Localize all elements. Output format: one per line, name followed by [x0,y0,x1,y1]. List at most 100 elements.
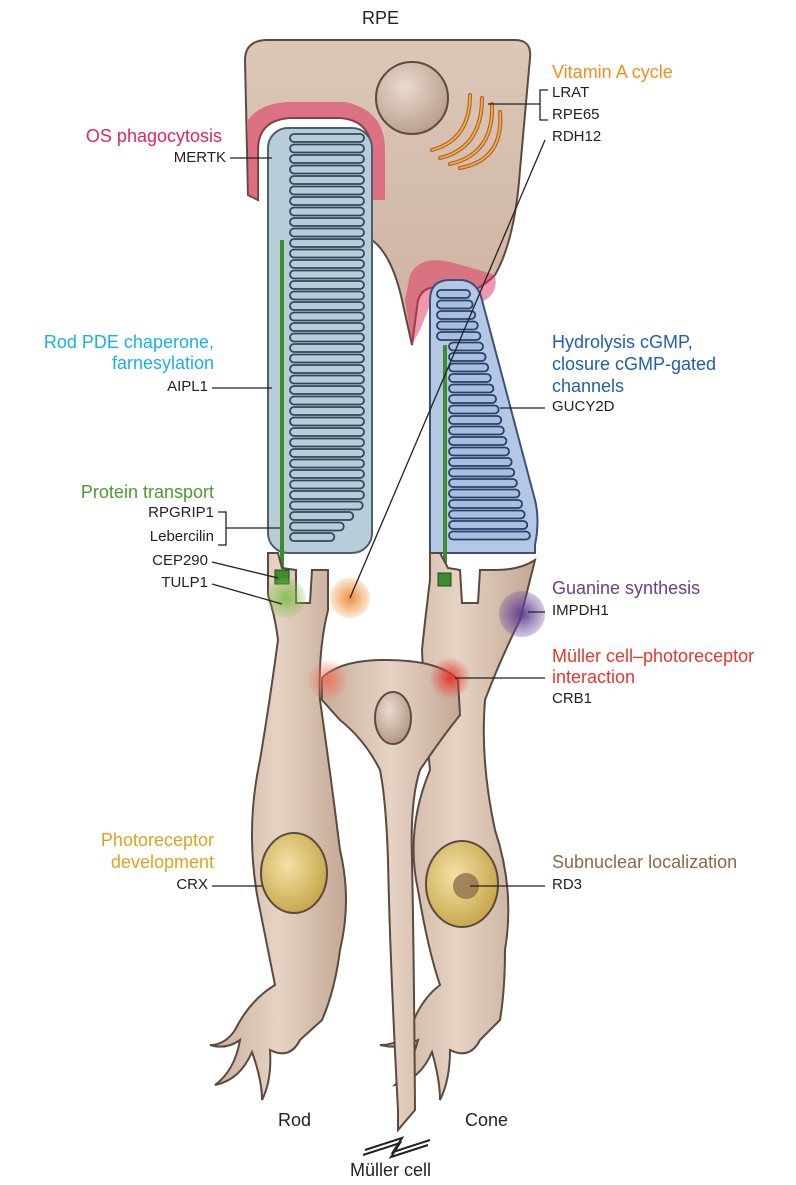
muller-label: Müller cell [350,1160,431,1181]
rod-disc [290,187,364,195]
cone-disc [449,364,488,372]
rod-disc [290,292,364,300]
rod-disc [290,134,364,142]
cone-disc [449,395,496,403]
rod-label: Rod [278,1110,311,1131]
rod-disc [290,407,364,415]
gene-rpgrip1: RPGRIP1 [148,504,214,521]
guanine-label: Guanine synthesis [552,578,700,599]
rod-disc [290,355,364,363]
rod-disc [290,208,364,216]
rod-disc [290,155,364,163]
vitamin-a-label: Vitamin A cycle [552,62,673,83]
rpe-nucleus [376,62,448,134]
rod-disc [290,460,364,468]
cone-disc [449,521,527,529]
rod-pde-label-line2: farnesylation [112,353,214,374]
rod-disc [290,239,364,247]
gene-tulp1: TULP1 [161,574,208,591]
cone-label: Cone [465,1110,508,1131]
rpe-title: RPE [362,8,399,29]
gene-lrat: LRAT [552,84,589,101]
gene-rd3: RD3 [552,876,582,893]
rod-disc [290,229,364,237]
gene-gucy2d: GUCY2D [552,398,615,415]
subnuclear-label: Subnuclear localization [552,852,737,873]
cone-disc [449,458,512,466]
cone-guanine-spot [499,591,545,637]
photoreceptor-dev-label-line1: Photoreceptor [101,830,214,851]
rod-disc [290,260,364,268]
cone-disc [437,290,470,298]
rod-disc [290,302,364,310]
rod-disc [290,418,364,426]
rod-nucleus [261,833,327,913]
rod-disc [290,250,364,258]
protein-transport-label: Protein transport [81,482,214,503]
cone-disc [437,322,478,330]
rod-disc [290,176,364,184]
rod-disc [290,376,364,384]
rod-inner-segment [210,553,346,1100]
rod-disc [290,218,364,226]
gene-aipl1: AIPL1 [167,378,208,395]
rod-protein-transport-spot [266,578,306,618]
rod-disc [290,439,364,447]
rod-disc [290,313,364,321]
rod-cell [210,128,372,1100]
rod-disc [290,449,364,457]
cone-disc [437,332,480,340]
rod-discs [290,134,364,541]
rod-disc [290,428,364,436]
rod-disc [290,281,364,289]
gene-crb1: CRB1 [552,690,592,707]
cone-disc [449,385,493,393]
rod-disc [290,197,364,205]
cone-disc [449,406,499,414]
rod-disc [290,166,364,174]
cone-disc [449,416,501,424]
cone-disc [449,448,509,456]
cone-disc [449,511,525,519]
cone-disc [449,374,491,382]
rod-pde-label-line1: Rod PDE chaperone, [44,332,214,353]
os-phagocytosis-label: OS phagocytosis [86,126,222,147]
cone-disc [449,343,483,351]
rod-disc [290,481,364,489]
cone-disc [449,469,514,477]
rod-disc [290,386,364,394]
gene-rdh12: RDH12 [552,128,601,145]
cone-disc [437,301,473,309]
rod-disc [290,334,364,342]
rod-disc [290,502,363,510]
gene-crx: CRX [176,876,208,893]
rod-disc [290,512,353,520]
rod-disc [290,323,364,331]
cone-disc [449,490,519,498]
muller-interaction-label-line2: interaction [552,667,635,688]
rod-disc [290,344,364,352]
hydrolysis-label-line2: closure cGMP-gated [552,354,716,375]
rod-disc [290,470,364,478]
gene-mertk: MERTK [174,149,226,166]
cone-disc [449,479,517,487]
rod-disc [290,271,364,279]
cone-disc [449,500,522,508]
break-symbol-icon [365,1138,430,1152]
gene-cep290: CEP290 [152,552,208,569]
rod-disc [290,491,364,499]
muller-nucleus [375,692,411,744]
gene-impdh1: IMPDH1 [552,602,609,619]
photoreceptor-dev-label-line2: development [111,852,214,873]
cone-disc [449,437,506,445]
rod-disc [290,533,334,541]
rod-disc [290,397,364,405]
rod-disc [290,145,364,153]
cone-disc [449,532,530,540]
hydrolysis-label-line1: Hydrolysis cGMP, [552,332,693,353]
muller-crb1-spot-left [308,660,348,700]
rod-disc [290,365,364,373]
hydrolysis-label-line3: channels [552,376,624,397]
gene-lebercilin: Lebercilin [150,528,214,545]
gene-rpe65: RPE65 [552,106,600,123]
